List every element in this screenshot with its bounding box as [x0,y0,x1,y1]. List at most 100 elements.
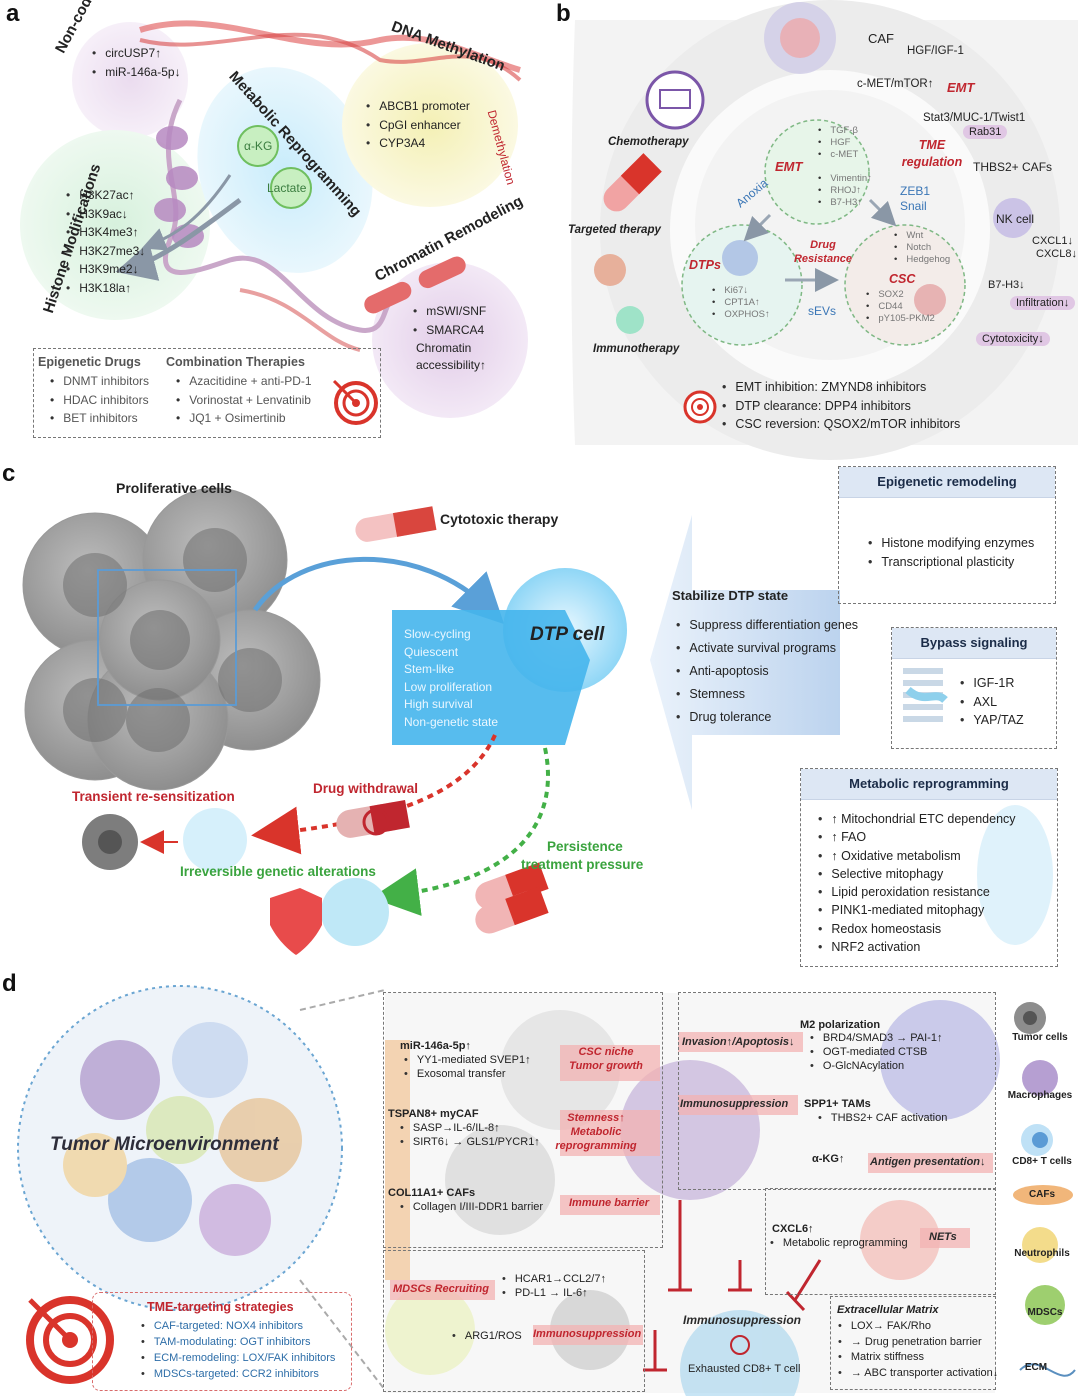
ecm-item: Matrix stiffness [838,1350,998,1366]
spp1-title: SPP1+ TAMs [804,1098,871,1110]
legend-tumor-cells: Tumor cells [1012,1032,1068,1043]
cxcl6-title: CXCL6↑ [772,1223,814,1235]
tspan8-item: SIRT6↓ → GLS1/PYCR1↑ [400,1135,540,1149]
csc-pathway: Wnt [894,230,950,242]
cxcl6-item: Metabolic reprogramming [770,1236,908,1250]
dtp-feature: Non-genetic state [404,714,499,729]
panel-b-label: b [556,0,571,27]
snail-label: Snail [900,199,927,213]
arg1-item: ARG1/ROS [452,1329,522,1343]
spp1-item: THBS2+ CAF activation [818,1111,947,1125]
chromatin-list: mSWI/SNF SMARCA4 [413,302,486,339]
dtp-marker: OXPHOS↑ [712,309,769,321]
spp1-list: THBS2+ CAF activation [818,1111,947,1125]
combo-item: JQ1 + Osimertinib [176,409,312,428]
stabilize-title: Stabilize DTP state [672,588,789,603]
lactate-label: Lactate [267,181,307,195]
panel-b-strategies: EMT inhibition: ZMYND8 inhibitors DTP cl… [722,378,960,434]
meta-item: NRF2 activation [818,938,1016,956]
bypass-item: IGF-1R [960,674,1024,693]
persistence-label: Persistence [547,839,623,854]
cxcl8-label: CXCL8↓ [1036,248,1077,260]
stabilize-item: Stemness [676,683,858,706]
csc-pathway: Hedgehog [894,254,950,266]
mir-title: miR-146a-5p↑ [400,1040,471,1052]
cmet-label: c-MET/mTOR↑ [857,78,934,90]
bypass-list: IGF-1R AXL YAP/TAZ [960,674,1024,730]
dtp-feature: High survival [404,697,473,711]
meta-item: ↑ FAO [818,828,1016,846]
zoom-box-2 [678,992,996,1190]
dtp-feature: Stem-like [404,662,455,676]
combo-item: Azacitidine + anti-PD-1 [176,372,311,391]
rab31-label: Rab31 [963,125,1008,139]
stemness-text: Stemness↑ [567,1112,625,1124]
stabilize-item: Suppress differentiation genes [676,614,858,637]
histone-item: H3K27ac↑ [66,186,145,205]
nk-cell-label: NK cell [996,212,1035,226]
drug-item: BET inhibitors [50,409,149,428]
b7h3-label: B7-H3↓ [988,279,1025,291]
chemotherapy-label: Chemotherapy [608,136,689,148]
hcar-item: PD-L1 → IL-6↑ [502,1286,606,1300]
emt-markers-2: Vimentin↑ RHOJ↑ B7-H3↑ [818,173,872,209]
tumor-growth-text: Tumor growth [569,1060,643,1072]
dtps-label: DTPs [689,258,721,272]
emt-marker: TGF-β [818,125,858,137]
akg-label: α-KG [244,139,273,153]
caf-label: CAF [868,31,894,46]
ecm-item: LOX→ FAK/Rho [838,1319,998,1335]
tme-strategy-item: ECM-remodeling: LOX/FAK inhibitors [141,1350,336,1366]
csc-niche-text: CSC niche [578,1046,634,1058]
emt-outer-label: EMT [947,80,975,95]
hcar-list: HCAR1→CCL2/7↑ PD-L1 → IL-6↑ [502,1272,606,1300]
immunotherapy-label: Immunotherapy [593,343,680,355]
tme-strategies-title: TME-targeting strategies [147,1300,294,1314]
m2-list: BRD4/SMAD3 → PAI-1↑ OGT-mediated CTSB O-… [810,1031,943,1073]
csc-pathways: Wnt Notch Hedgehog [894,230,950,266]
metabolic-list: ↑ Mitochondrial ETC dependency ↑ FAO ↑ O… [818,810,1016,956]
csc-marker: SOX2 [866,289,935,301]
csc-label: CSC [889,272,916,286]
zeb1-label: ZEB1 [900,184,931,198]
meta-item: Selective mitophagy [818,865,1016,883]
combo-item: Vorinostat + Lenvatinib [176,391,312,410]
mir-item: YY1-mediated SVEP1↑ [404,1053,531,1067]
epigenetic-remodeling-title: Epigenetic remodeling [839,467,1055,498]
drug-resistance-label: Drug Resistance [793,239,853,265]
irreversible-label: Irreversible genetic alterations [180,864,376,879]
legend-neutrophils: Neutrophils [1014,1248,1070,1259]
bypass-signaling-title: Bypass signaling [892,628,1056,659]
akg-d-label: α-KG↑ [812,1153,845,1165]
noncoding-item: circUSP7↑ [92,44,181,63]
col11a1-title: COL11A1+ CAFs [388,1187,476,1199]
csc-marker: pY105-PKM2 [866,313,935,325]
mir-list: YY1-mediated SVEP1↑ Exosomal transfer [404,1053,531,1081]
legend-ecm: ECM [1024,1362,1048,1373]
drug-item: HDAC inhibitors [50,391,149,410]
meta-item: Redox homeostasis [818,920,1016,938]
hgf-igf-label: HGF/IGF-1 [907,45,964,57]
immunosuppression-label: Immunosuppression [680,1098,789,1110]
noncoding-item: miR-146a-5p↓ [92,63,180,82]
immune-barrier-label: Immune barrier [569,1197,650,1209]
stemness-metabolic-label: Stemness↑ Metabolic reprogramming [550,1111,642,1153]
dtp-feature-list: Slow-cycling Quiescent Stem-like Low pro… [404,626,498,731]
proliferative-cells-title: Proliferative cells [116,480,232,496]
dtp-feature: Quiescent [404,644,459,659]
treatment-pressure-label: treatment pressure [521,857,644,872]
tme-strategy-item: TAM-modulating: OGT inhibitors [141,1334,335,1350]
m2-item: BRD4/SMAD3 → PAI-1↑ [810,1031,943,1045]
stabilize-item: Anti-apoptosis [676,660,858,683]
zoom-box-4 [383,1250,645,1392]
emt-markers-1: TGF-β HGF c-MET [818,125,858,161]
dna-item: CpGI enhancer [366,116,470,135]
mir-item: Exosomal transfer [404,1067,531,1081]
histone-item: H3K27me3↓ [66,242,145,261]
dna-item: CYP3A4 [366,134,470,153]
targeted-therapy-label: Targeted therapy [568,224,661,236]
panel-d-label: d [2,970,17,997]
meta-item: Lipid peroxidation resistance [818,883,1016,901]
stabilize-list: Suppress differentiation genes Activate … [676,614,858,729]
tspan8-title: TSPAN8+ myCAF [388,1108,479,1120]
